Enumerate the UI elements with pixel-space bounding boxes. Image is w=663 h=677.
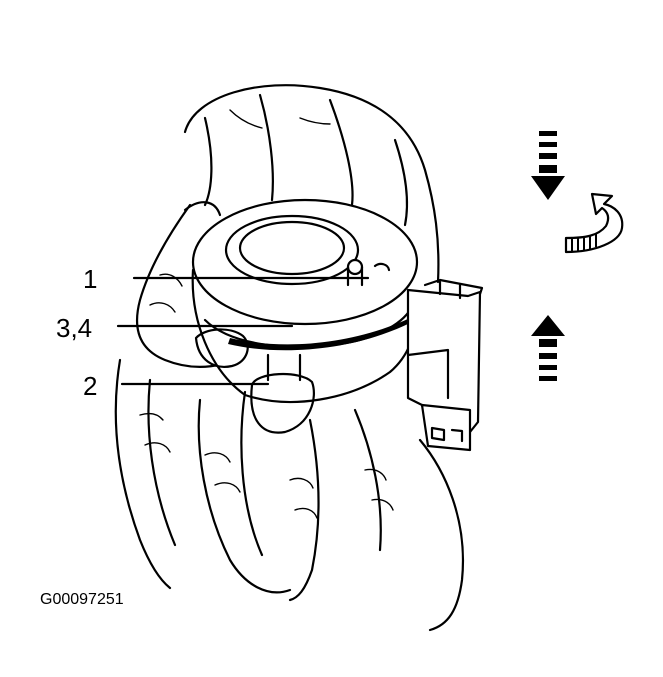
callout-2: 2 xyxy=(83,371,97,401)
dashed-arrow-up-icon xyxy=(531,315,565,381)
curved-rotate-arrow-icon xyxy=(564,192,624,254)
dashed-arrow-down-icon xyxy=(531,131,565,200)
hands xyxy=(114,84,464,632)
figure-id: G00097251 xyxy=(40,591,124,608)
callout-3-4: 3,4 xyxy=(56,313,92,343)
clockspring-unit xyxy=(191,198,484,452)
leader-lines xyxy=(116,276,370,386)
callout-1: 1 xyxy=(83,264,97,294)
